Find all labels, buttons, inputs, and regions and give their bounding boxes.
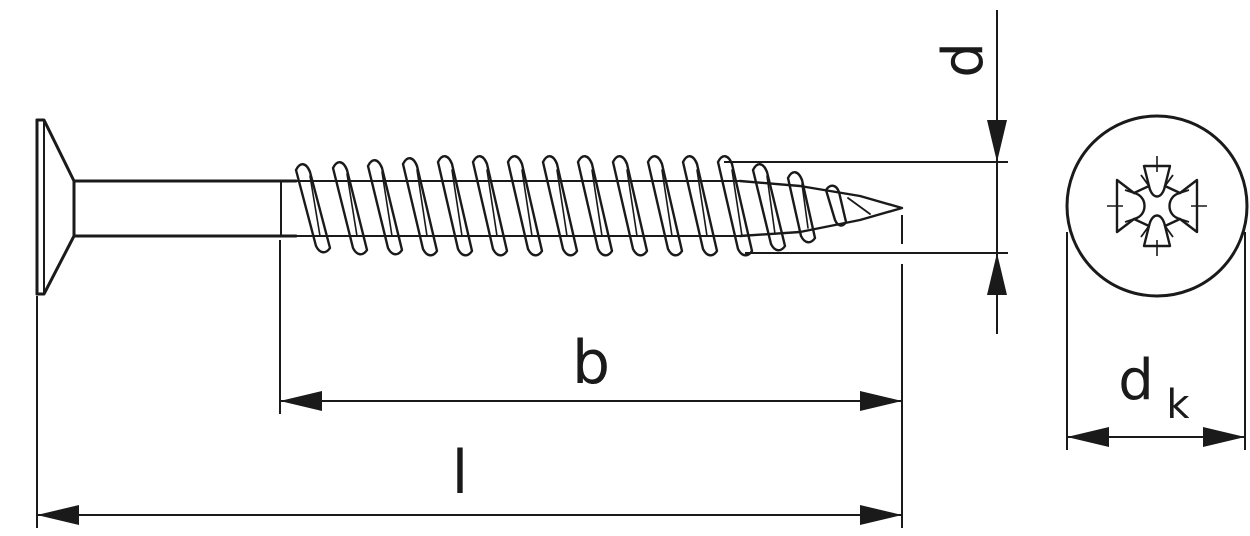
dimension-d: d	[931, 42, 1007, 295]
label-d: d	[931, 42, 996, 78]
dimension-l: l	[37, 438, 902, 525]
screw-head-top-view	[1065, 114, 1249, 298]
pozidriv-cross-icon	[1107, 156, 1207, 256]
arrow-right-icon	[860, 505, 902, 525]
arrow-left-icon	[280, 391, 322, 411]
screw-tip	[738, 179, 904, 238]
label-dk-main: d	[1118, 348, 1154, 413]
dimension-dk: d k	[1067, 348, 1245, 447]
screw-side-view	[35, 118, 904, 296]
label-l: l	[452, 438, 469, 508]
shank	[72, 179, 298, 238]
dimension-b: b	[280, 328, 902, 411]
arrow-left-icon	[37, 505, 79, 525]
arrow-down-icon	[987, 120, 1007, 162]
arrow-left-icon	[1067, 427, 1109, 447]
arrow-right-icon	[1203, 427, 1245, 447]
arrow-up-icon	[987, 253, 1007, 295]
thread	[281, 155, 848, 257]
label-dk: d	[1118, 348, 1154, 413]
label-dk-subscript: k	[1166, 382, 1190, 428]
dimension-lines	[36, 10, 1246, 528]
countersunk-head	[35, 118, 76, 296]
label-b: b	[572, 328, 610, 398]
arrow-right-icon	[860, 391, 902, 411]
